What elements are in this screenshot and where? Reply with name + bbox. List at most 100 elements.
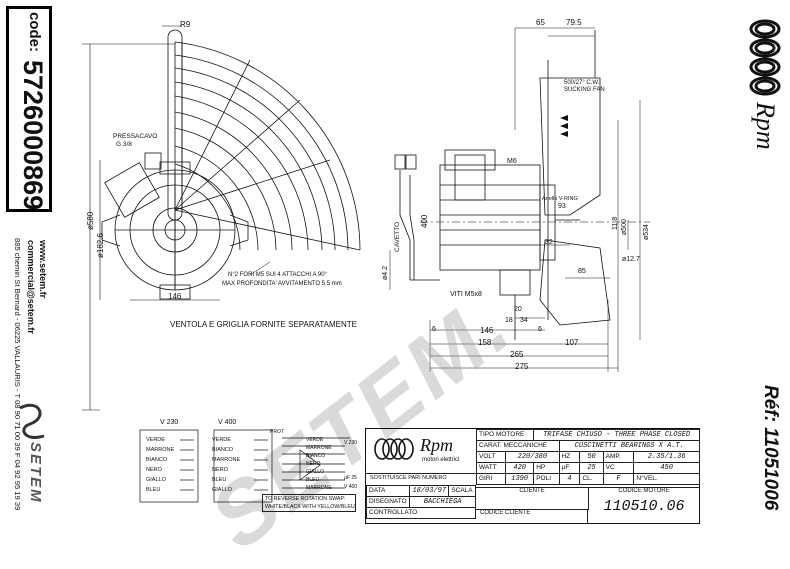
disegnato-value: BACCHIEGA <box>409 496 476 508</box>
rpm-coil-icon <box>749 19 781 96</box>
wire-label: NERO <box>212 467 228 473</box>
dia-4-2: ø4.2 <box>382 265 389 280</box>
watt-value: 420 <box>505 462 535 474</box>
wire-label: NERO <box>306 461 321 467</box>
dim-400: 400 <box>420 214 429 228</box>
setem-logo-text: SETEM <box>27 442 44 504</box>
wire-label: VERDE <box>146 437 165 443</box>
sostituisce: SOSTITUISCE PARI NUMERO <box>370 475 447 481</box>
holes-note-2: MAX PROFONDITA' AVVITAMENTO 5.5 mm <box>222 281 342 287</box>
specs-table: TIPO MOTORE TRIFASE CHIUSO - THREE PHASE… <box>475 429 701 485</box>
dim-11-8: 11.8 <box>612 216 619 230</box>
radius-label: R9 <box>180 20 191 29</box>
hz-label: HZ <box>558 451 581 463</box>
amp-value: 2.35/1.36 <box>633 451 700 463</box>
wire-label: GIALLO <box>306 469 325 475</box>
setem-logo-icon <box>19 403 45 439</box>
dia-500: ø500 <box>621 219 628 235</box>
codice-motore-cell: CODICE MOTORE 110510.06 <box>588 487 700 524</box>
vc-value: 450 <box>633 462 700 474</box>
reverse-note-1: TO REVERSE ROTATION SWAP: <box>265 496 346 502</box>
motor-side-view <box>439 149 580 340</box>
v230-note: V 230 <box>344 440 358 446</box>
giri-label: GIRI <box>475 473 507 485</box>
title-brand-sub: motori elettrici <box>422 457 460 463</box>
hz-value: 50 <box>579 451 604 463</box>
codice-motore-label: CODICE MOTORE <box>618 488 670 494</box>
dim-107: 107 <box>565 338 579 347</box>
wires-400: VERDE BIANCO MARRONE NERO BLEU GIALLO <box>212 435 240 495</box>
dim-158: 158 <box>478 338 492 347</box>
data-label: DATA <box>365 485 411 497</box>
uf-value: 25 <box>579 462 604 474</box>
wires-230: VERDE MARRONE BIANCO NERO GIALLO BLEU <box>146 435 174 495</box>
codice-motore-value: 110510.06 <box>603 498 685 515</box>
title-brand-area: Rpm motori elettrici <box>366 429 477 474</box>
cliente-cell: CLIENTE <box>476 487 589 510</box>
dia-534: ø534 <box>643 224 650 240</box>
amp-label: AMP. <box>602 451 635 463</box>
dim-275: 275 <box>515 362 529 371</box>
v400-title: V 400 <box>218 419 237 426</box>
disegnato-label: DISEGNATO <box>365 496 411 508</box>
technical-drawing <box>82 25 650 411</box>
dim-146-left: 146 <box>168 292 182 301</box>
wire-label: BIANCO <box>306 453 326 459</box>
fan-label-2: SUCKING FAN <box>564 87 605 93</box>
v230-title: V 230 <box>160 419 179 426</box>
v400-note: V 400 <box>344 484 358 490</box>
reverse-note-2: WHITE/BLACK WITH YELLOW/BLEU <box>265 504 355 510</box>
wire-label: BLEU <box>146 487 161 493</box>
ref-text: Réf: 11051006 <box>760 385 781 511</box>
wire-label: NERO <box>146 467 162 473</box>
fan-blade <box>539 30 611 326</box>
watt-label: WATT <box>475 462 507 474</box>
dia-580-label: ø580 <box>86 211 95 230</box>
cl-label: CL. <box>579 473 604 485</box>
code-box <box>6 6 52 212</box>
rpm-brand: Rpm <box>751 102 780 150</box>
dim-6-right: 6 <box>538 326 542 333</box>
poli-label: POLI <box>533 473 560 485</box>
dim-18: 18 <box>505 317 513 324</box>
wire-label: VERDE <box>212 437 231 443</box>
wire-label: MARRONE <box>212 457 241 463</box>
dim-32: 32 <box>545 239 553 246</box>
title-brand: Rpm <box>420 435 453 455</box>
fan-label-1: 500/27° C.W. <box>564 80 600 86</box>
anello-label: Anello V-RING <box>542 196 578 202</box>
motor-front-view <box>101 152 249 300</box>
dim-85: 85 <box>578 268 586 275</box>
fan-guard <box>167 29 361 290</box>
cavetto-label: CAVETTO <box>394 221 401 252</box>
cl-value: F <box>602 473 635 485</box>
setem-logo: SETEM <box>14 398 50 523</box>
data-value: 18/03/97 <box>409 485 450 497</box>
scala-label: SCALA <box>448 485 476 497</box>
dim-146-right: 146 <box>480 326 494 335</box>
dim-6-left: 6 <box>432 326 436 333</box>
codice-cliente-label: CODICE CLIENTE <box>480 510 531 516</box>
wire-label: GIALLO <box>212 487 232 493</box>
rpm-logo <box>748 18 782 100</box>
tipo-label: TIPO MOTORE <box>475 429 535 441</box>
carat-value: CUSCINETTI BEARINGS X A.T. <box>558 440 701 452</box>
hp-label: HP <box>533 462 560 474</box>
dim-65: 65 <box>536 18 545 27</box>
wire-label: MARRONE <box>146 447 175 453</box>
title-block: Rpm motori elettrici SOSTITUISCE PARI NU… <box>365 428 701 524</box>
dim-93: 93 <box>558 203 566 210</box>
wires-delta: VERDE MARRONE BIANCO NERO GIALLO BLEU MA… <box>306 436 332 492</box>
cliente-label: CLIENTE <box>519 488 545 494</box>
wire-label: BLEU <box>212 477 227 483</box>
codice-cliente-cell: CODICE CLIENTE <box>476 509 588 523</box>
m6-label: M6 <box>507 158 517 165</box>
giri-value: 1390 <box>505 473 535 485</box>
fan-caption: VENTOLA E GRIGLIA FORNITE SEPARATAMENTE <box>170 320 358 329</box>
volt-value: 220/380 <box>505 451 560 463</box>
wire-label: BLEU <box>306 477 320 483</box>
uf-label: µF <box>558 462 581 474</box>
holes-note-1: N°2 FORI M5 SUI 4 ATTACCHI A 90° <box>228 272 327 278</box>
wire-label: GIALLO <box>146 477 166 483</box>
